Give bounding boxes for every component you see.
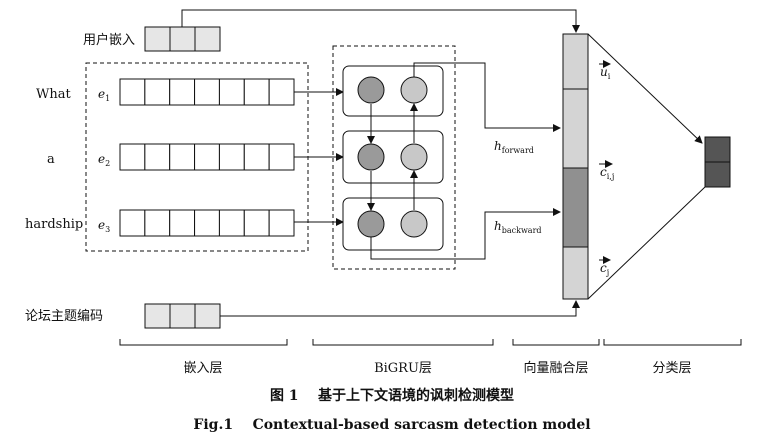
- figure-caption-en: Fig.1 Contextual-based sarcasm detection…: [193, 417, 590, 433]
- backward-output-arrow: [370, 208, 561, 260]
- embedding-cell: [144, 78, 171, 106]
- embedding-cell: [169, 209, 196, 237]
- layer-brackets: [119, 339, 742, 346]
- forward-node-3: [357, 210, 385, 238]
- embedding-cell: [194, 209, 220, 237]
- forward-node-1: [357, 76, 385, 104]
- embedding-cell: [119, 209, 146, 237]
- svg-text:ui: ui: [600, 65, 611, 81]
- h-forward-label: hforward: [494, 139, 534, 155]
- layer-label-embedding: 嵌入层: [183, 361, 222, 376]
- embedding-cell: [119, 143, 146, 171]
- word-a: a: [47, 152, 55, 167]
- embedding-cell: [119, 78, 146, 106]
- svg-text:ci,j: ci,j: [600, 165, 614, 181]
- fusion-to-output-upper: [587, 33, 703, 144]
- embedding-cell: [268, 78, 295, 106]
- forward-node-2: [357, 143, 385, 171]
- word-what: What: [36, 87, 71, 102]
- embedding-label-1: e1: [98, 87, 110, 103]
- forum-topic-cells: [144, 303, 221, 329]
- vector-label-c-ij: ci,j: [599, 160, 614, 181]
- fusion-to-output-lower: [587, 186, 706, 300]
- figure-caption-cn: 图 1 基于上下文语境的讽刺检测模型: [270, 387, 514, 404]
- backward-node-3: [400, 210, 428, 238]
- vector-label-u-i: ui: [599, 60, 611, 81]
- word-hardship: hardship: [25, 217, 83, 232]
- embedding-cell: [218, 78, 245, 106]
- vector-label-c-j: cj: [599, 256, 611, 277]
- embedding-cell: [243, 209, 270, 237]
- user-embedding-label: 用户嵌入: [83, 32, 135, 48]
- embedding-cell: [194, 78, 220, 106]
- layer-label-fusion: 向量融合层: [523, 360, 588, 376]
- embedding-vector-3: [119, 209, 295, 237]
- fusion-vector: [562, 33, 589, 300]
- output-vector: [704, 136, 731, 188]
- embedding-cell: [268, 209, 295, 237]
- forum-topic-label: 论坛主题编码: [25, 309, 103, 324]
- bigru-region: [332, 45, 456, 270]
- embedding-cell: [243, 143, 270, 171]
- embedding-vector-2: [119, 143, 295, 171]
- embedding-vector-1: [119, 78, 295, 106]
- forward-output-arrow: [413, 62, 561, 132]
- layer-label-bigru: BiGRU层: [374, 361, 432, 376]
- embedding-cell: [218, 209, 245, 237]
- embedding-cell: [268, 143, 295, 171]
- embedding-cell: [194, 143, 220, 171]
- user-embedding-arrow: [181, 9, 580, 33]
- backward-node-1: [400, 76, 428, 104]
- embedding-cell: [169, 143, 196, 171]
- svg-text:cj: cj: [600, 261, 609, 277]
- embedding-label-2: e2: [98, 152, 110, 168]
- embedding-cell: [243, 78, 270, 106]
- user-embedding-cells: [144, 26, 221, 52]
- embedding-cell: [218, 143, 245, 171]
- forum-topic-arrow: [220, 300, 580, 317]
- h-backward-label: hbackward: [494, 219, 542, 235]
- embedding-cell: [169, 78, 196, 106]
- layer-label-classification: 分类层: [652, 361, 691, 376]
- embedding-cell: [144, 143, 171, 171]
- embedding-cell: [144, 209, 171, 237]
- embedding-label-3: e3: [98, 218, 110, 234]
- backward-node-2: [400, 143, 428, 171]
